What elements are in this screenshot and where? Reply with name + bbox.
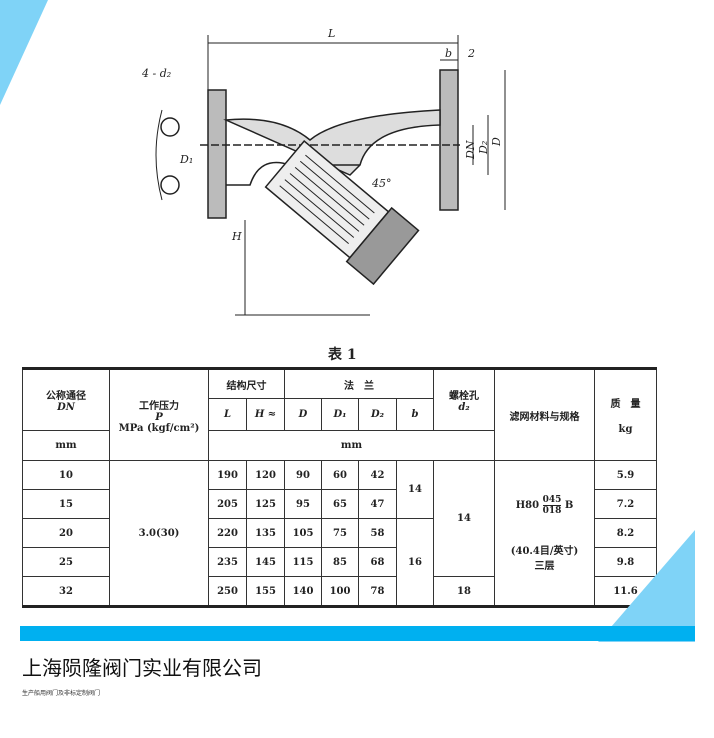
bolt-hole [160, 117, 180, 137]
cell-H: 120 [246, 460, 285, 490]
label-L: L [327, 27, 335, 40]
cell-D: 140 [284, 576, 322, 607]
header-D2: D₂ [358, 398, 397, 431]
bolt-hole [160, 175, 180, 195]
cell-D1: 60 [321, 460, 359, 490]
label-D2: D₂ [477, 141, 490, 155]
cell-dn: 15 [22, 489, 110, 519]
label-H: H [231, 230, 242, 243]
cell-D1: 75 [321, 518, 359, 548]
cell-b: 14 [396, 460, 434, 519]
cell-D: 105 [284, 518, 322, 548]
decor-triangle-bottom-right [598, 530, 695, 642]
strainer-drawing: L b 2 4 - d₂ D₁ DN D₂ D 45° H [141, 27, 506, 316]
cell-H: 145 [246, 547, 285, 577]
header-H: H ≈ [246, 398, 285, 431]
label-holes: 4 - d₂ [141, 67, 171, 80]
accent-band [20, 626, 695, 641]
company-tagline: 生产船用阀门及非标定制阀门 [22, 690, 101, 697]
header-dn-unit: mm [22, 430, 110, 461]
label-b: b [445, 47, 452, 60]
cell-mass: 5.9 [594, 460, 657, 490]
label-angle: 45° [371, 177, 392, 190]
cell-D: 115 [284, 547, 322, 577]
table-row: 10 3.0(30) 190 120 90 60 42 14 14 H80 04… [22, 460, 657, 607]
cell-L: 250 [208, 576, 247, 607]
label-D: D [490, 137, 503, 147]
left-flange [207, 89, 227, 219]
cell-H: 125 [246, 489, 285, 519]
cell-d2: 14 [433, 460, 495, 577]
cell-dn: 25 [22, 547, 110, 577]
company-name: 上海陨隆阀门实业有限公司 [22, 656, 262, 680]
cell-D: 95 [284, 489, 322, 519]
label-DN: DN [464, 140, 477, 160]
cell-D2: 47 [358, 489, 397, 519]
cell-H: 155 [246, 576, 285, 607]
header-structure: 结构尺寸 [208, 368, 285, 399]
table-row: 32 250 155 140 100 78 18 11.6 [22, 576, 657, 607]
cell-D1: 85 [321, 547, 359, 577]
cell-pressure: 3.0(30) [109, 460, 209, 607]
header-L: L [208, 398, 247, 431]
cell-dn: 32 [22, 576, 110, 607]
header-flange: 法 兰 [284, 368, 434, 399]
cell-D2: 68 [358, 547, 397, 577]
cell-D1: 65 [321, 489, 359, 519]
header-D: D [284, 398, 322, 431]
header-b: b [396, 398, 434, 431]
header-mm: mm [208, 430, 495, 461]
table-caption: 表 1 [328, 347, 357, 363]
cell-H: 135 [246, 518, 285, 548]
cell-L: 205 [208, 489, 247, 519]
cell-D1: 100 [321, 576, 359, 607]
label-2: 2 [467, 47, 475, 60]
cell-mass: 7.2 [594, 489, 657, 519]
cell-dn: 10 [22, 460, 110, 490]
decor-triangle-top-left [0, 0, 48, 105]
header-filter: 滤网材料与规格 [494, 368, 595, 461]
table-row: 15 205 125 95 65 47 7.2 [22, 489, 657, 519]
cell-D2: 58 [358, 518, 397, 548]
cell-L: 190 [208, 460, 247, 490]
cell-b: 16 [396, 518, 434, 607]
label-D1: D₁ [179, 153, 193, 166]
header-D1: D₁ [321, 398, 359, 431]
cell-L: 235 [208, 547, 247, 577]
cell-D: 90 [284, 460, 322, 490]
cell-d2: 18 [433, 576, 495, 607]
cell-D2: 42 [358, 460, 397, 490]
cell-D2: 78 [358, 576, 397, 607]
cell-dn: 20 [22, 518, 110, 548]
right-flange [439, 69, 459, 211]
cell-L: 220 [208, 518, 247, 548]
